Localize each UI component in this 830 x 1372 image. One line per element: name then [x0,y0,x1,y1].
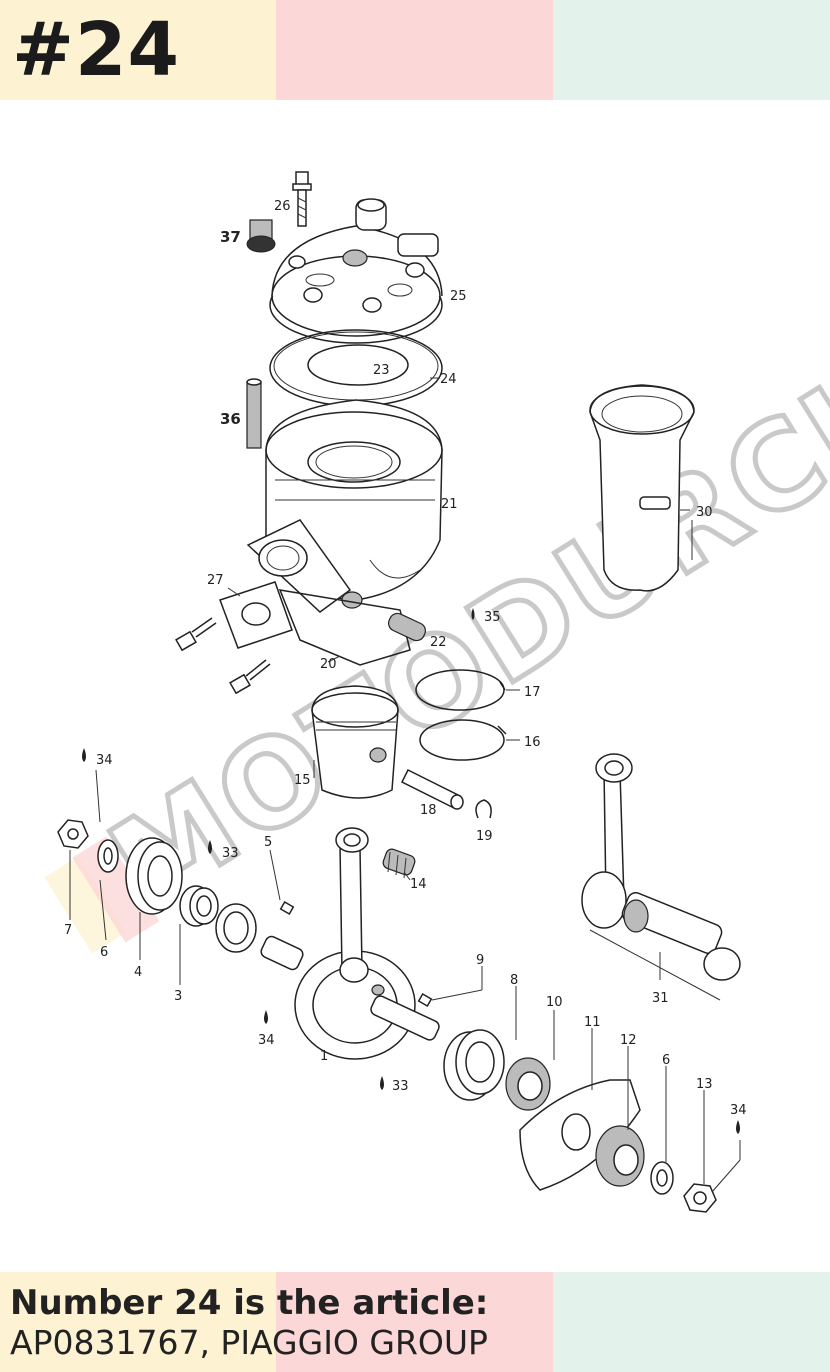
gear-12 [595,1125,645,1187]
label-7: 7 [64,923,72,938]
label-11: 11 [584,1015,601,1030]
footer-band-pink [276,1272,553,1372]
exhaust-bolt-upper [175,617,217,652]
circlip-19 [475,799,492,819]
bolt-26 [292,171,312,227]
plug-37 [246,219,276,253]
fitting-22 [388,612,426,642]
band-pink [276,0,553,100]
label-15: 15 [294,773,311,788]
lubricate-drop-34-center [264,1010,268,1024]
crankshaft-assembly-31 [581,753,741,1001]
label-5: 5 [264,835,272,850]
lubricate-drop-34-top [82,748,86,762]
watermark-yellow-patch [44,856,127,954]
label-14: 14 [410,877,427,892]
exploded-engine-diagram: MOTODURCIA [44,171,830,1213]
lubricate-drop-34-right [736,1120,740,1134]
cylinder-liner-30 [589,384,695,592]
label-8: 8 [510,973,518,988]
seal-3 [179,885,219,927]
label-23: 23 [373,363,390,378]
label-35: 35 [484,610,501,625]
piston-ring-17 [415,669,506,711]
piston-ring-16 [419,719,507,761]
label-19: 19 [476,829,493,844]
thrust-washer [215,903,257,953]
caption-heading: Number 24 is the article: [10,1283,489,1323]
lubricate-drop-35 [471,608,475,620]
label-21: 21 [441,497,458,512]
label-27: 27 [207,573,224,588]
label-34-center: 34 [258,1033,275,1048]
oring-23 [307,344,409,386]
label-3: 3 [174,989,182,1004]
label-18: 18 [420,803,437,818]
label-4: 4 [134,965,142,980]
leader-lines [69,377,741,1193]
watermark-pink-patch [72,836,160,943]
main-bearing-8 [443,1029,505,1101]
label-9: 9 [476,953,484,968]
nut-7 [57,819,89,849]
main-bearing-4 [125,837,183,915]
band-green [553,0,830,100]
label-16: 16 [524,735,541,750]
watermark: MOTODURCIA [85,306,830,938]
exhaust-gasket-27 [219,581,293,649]
gear-10 [505,1057,551,1111]
label-30: 30 [696,505,713,520]
label-10: 10 [546,995,563,1010]
stud-36 [246,378,262,449]
label-12: 12 [620,1033,637,1048]
key-9 [417,993,433,1007]
washer-6-right [650,1161,674,1195]
footer-color-band [0,1272,830,1372]
label-34-top: 34 [96,753,113,768]
part-number-title: #24 [12,7,180,93]
label-31: 31 [652,991,669,1006]
label-33-bottom: 33 [392,1079,409,1094]
label-22: 22 [430,635,447,650]
caption-article-info: AP0831767, PIAGGIO GROUP [10,1323,488,1362]
label-20: 20 [320,657,337,672]
washer-6-left [97,839,119,873]
label-17: 17 [524,685,541,700]
label-6-left: 6 [100,945,108,960]
piston-15 [311,685,399,799]
footer-band-green [553,1272,830,1372]
piston-pin-18 [400,768,464,810]
base-gasket-20 [278,589,411,666]
label-36: 36 [220,410,241,428]
exhaust-bolt-lower [229,659,271,695]
label-26: 26 [274,199,291,214]
cylinder-21 [246,399,443,613]
lubricate-drop-33-left [208,840,212,854]
band-yellow [0,0,276,100]
label-37: 37 [220,228,241,246]
label-33-left: 33 [222,846,239,861]
label-34-right: 34 [730,1103,747,1118]
cylinder-head-25 [269,198,443,344]
label-6-right: 6 [662,1053,670,1068]
header-color-band [0,0,830,100]
watermark-text: MOTODURCIA [88,309,830,936]
needle-bearing-14 [382,848,416,879]
footer-band-yellow [0,1272,276,1372]
label-24: 24 [440,372,457,387]
label-25: 25 [450,289,467,304]
crankshaft-1 [260,827,440,1060]
label-1: 1 [320,1049,328,1064]
key-5 [279,901,295,915]
lubricate-drop-33-bottom [380,1076,384,1090]
callout-labels: 26 37 25 23 24 36 21 30 27 35 22 20 17 1… [64,199,747,1118]
label-13: 13 [696,1077,713,1092]
nut-13 [683,1183,717,1213]
